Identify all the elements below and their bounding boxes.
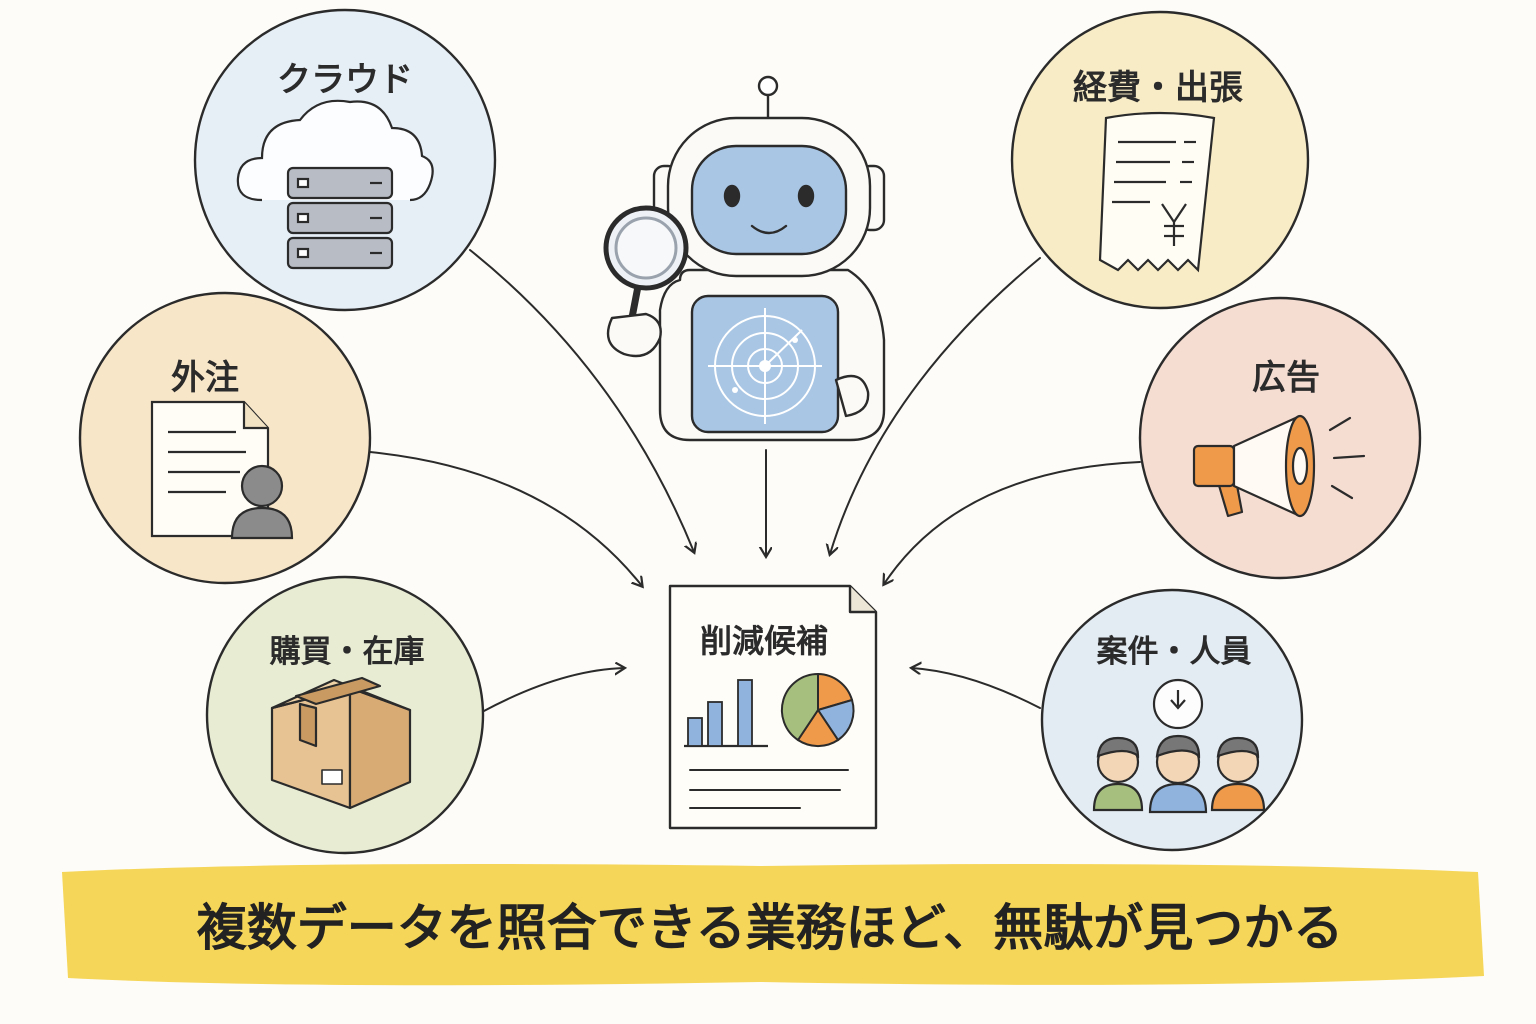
- cloud-server-icon: [236, 99, 434, 270]
- mini-bar-chart-icon: [684, 679, 768, 748]
- arrow-advertising: [884, 461, 1141, 584]
- banner-message: 複数データを照合できる業務ほど、無駄が見つかる: [196, 899, 1344, 957]
- megaphone-icon: [1192, 414, 1366, 518]
- banner-highlight: [62, 864, 1484, 986]
- reduction-candidates-document: [668, 584, 878, 830]
- cardboard-box-icon: [270, 676, 412, 810]
- label-expenses: 経費・出張: [1073, 68, 1243, 108]
- robot-antenna-tip: [757, 75, 779, 97]
- receipt-yen-icon: [1098, 111, 1216, 273]
- label-outsourcing: 外注: [171, 358, 239, 398]
- document-text-lines: [689, 769, 849, 809]
- robot-mascot: [603, 75, 886, 442]
- label-reduction-candidates: 削減候補: [699, 622, 829, 660]
- arrow-cloud: [469, 249, 694, 552]
- arrows: [369, 249, 1141, 713]
- label-projects: 案件・人員: [1096, 634, 1252, 670]
- arrow-purchasing: [481, 668, 624, 713]
- people-clock-icon: [1092, 678, 1266, 814]
- arrow-outsourcing: [369, 451, 642, 586]
- label-purchasing: 購買・在庫: [269, 634, 425, 670]
- arrow-projects: [912, 668, 1041, 709]
- label-cloud: クラウド: [277, 60, 413, 100]
- contract-person-icon: [150, 400, 294, 540]
- robot-visor: [690, 144, 848, 256]
- arrow-expenses: [830, 257, 1041, 554]
- mini-pie-chart-icon: [780, 672, 855, 747]
- label-advertising: 広告: [1252, 358, 1320, 398]
